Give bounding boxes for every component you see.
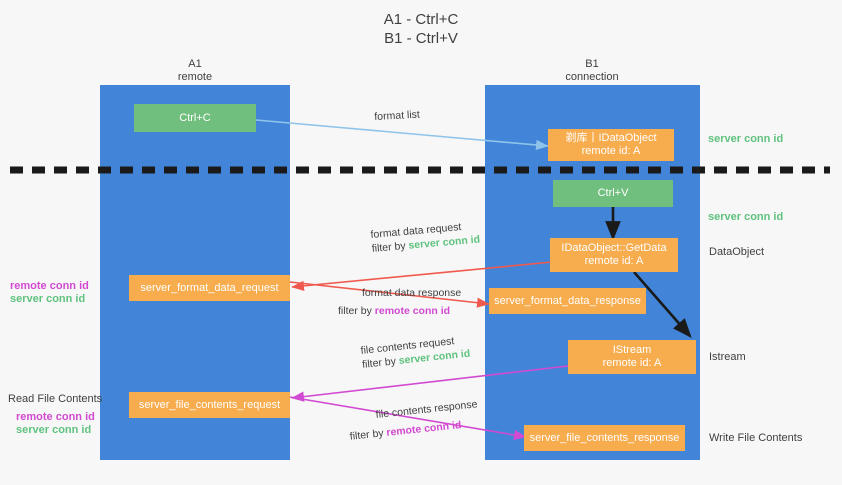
label-read-file-contents: Read File Contents [8, 393, 103, 405]
label-server-conn-id-mid: server conn id [708, 211, 784, 223]
column-header-a1-sub: remote [177, 71, 213, 83]
caption-file-contents-response-filter: filter by remote conn id [349, 416, 480, 444]
caption-remote-conn-id-2: remote conn id [385, 419, 462, 439]
caption-format-data-response-filter: filter by remote conn id [338, 304, 461, 318]
label-server-conn-id-1: server conn id [10, 293, 86, 305]
box-server-file-contents-request-label: server_file_contents_request [138, 398, 281, 411]
caption-filter-by-4: filter by [349, 426, 388, 443]
box-idataobject-copy-line2: remote id: A [581, 145, 641, 157]
label-remote-conn-id-2: remote conn id [16, 411, 95, 423]
caption-filter-by-3: filter by [361, 355, 400, 371]
box-server-format-data-request-label: server_format_data_request [140, 281, 279, 294]
box-server-file-contents-request[interactable]: server_file_contents_request [129, 392, 290, 418]
caption-format-data-request: format data request filter by server con… [370, 219, 481, 256]
column-header-a1-name: A1 [188, 58, 202, 70]
label-write-file-contents: Write File Contents [709, 432, 803, 444]
page-title: A1 - Ctrl+C B1 - Ctrl+V [0, 10, 842, 48]
box-ctrl-v-label: Ctrl+V [597, 187, 629, 199]
label-remote-conn-id-1: remote conn id [10, 280, 89, 292]
label-server-conn-id-top: server conn id [708, 133, 784, 145]
box-istream-line2: remote id: A [602, 357, 662, 369]
box-server-file-contents-response-label: server_file_contents_response [529, 431, 680, 444]
box-ctrl-c-label: Ctrl+C [179, 111, 211, 124]
label-istream: Istream [709, 351, 746, 363]
label-server-conn-id-2: server conn id [16, 424, 92, 436]
box-getdata[interactable]: IDataObject::GetData remote id: A [550, 238, 678, 272]
caption-format-data-response: format data response filter by remote co… [338, 286, 462, 318]
box-ctrl-c[interactable]: Ctrl+C [134, 104, 256, 132]
caption-format-data-response-title: format data response [362, 287, 462, 299]
box-server-file-contents-response[interactable]: server_file_contents_response [524, 425, 685, 451]
box-istream-line1: IStream [612, 344, 652, 356]
column-header-b1-sub: connection [565, 71, 619, 83]
caption-filter-by-2: filter by [338, 305, 375, 317]
box-getdata-line2: remote id: A [584, 255, 644, 267]
column-header-b1-name: B1 [585, 58, 599, 70]
box-ctrl-v[interactable]: Ctrl+V [553, 180, 673, 207]
box-server-format-data-request[interactable]: server_format_data_request [129, 275, 290, 301]
caption-filter-by-1: filter by [371, 239, 409, 255]
title-line-1: A1 - Ctrl+C [383, 11, 459, 28]
caption-format-list: format list [374, 108, 421, 123]
box-istream[interactable]: IStream remote id: A [568, 340, 696, 374]
column-header-b1: B1 connection [512, 58, 672, 84]
box-getdata-line1: IDataObject::GetData [561, 242, 667, 254]
box-server-format-data-response-label: server_format_data_response [494, 294, 641, 307]
title-line-2: B1 - Ctrl+V [384, 30, 458, 47]
label-dataobject: DataObject [709, 246, 765, 258]
box-server-format-data-response[interactable]: server_format_data_response [489, 288, 646, 314]
box-idataobject-copy-line1: 剃库丨IDataObject [565, 132, 657, 144]
caption-file-contents-request: file contents request filter by server c… [360, 333, 471, 372]
caption-file-contents-response: file contents response filter by remote … [349, 397, 480, 442]
column-header-a1: A1 remote [115, 58, 275, 84]
box-idataobject-copy[interactable]: 剃库丨IDataObject remote id: A [548, 129, 674, 161]
caption-remote-conn-id-1: remote conn id [374, 305, 451, 317]
